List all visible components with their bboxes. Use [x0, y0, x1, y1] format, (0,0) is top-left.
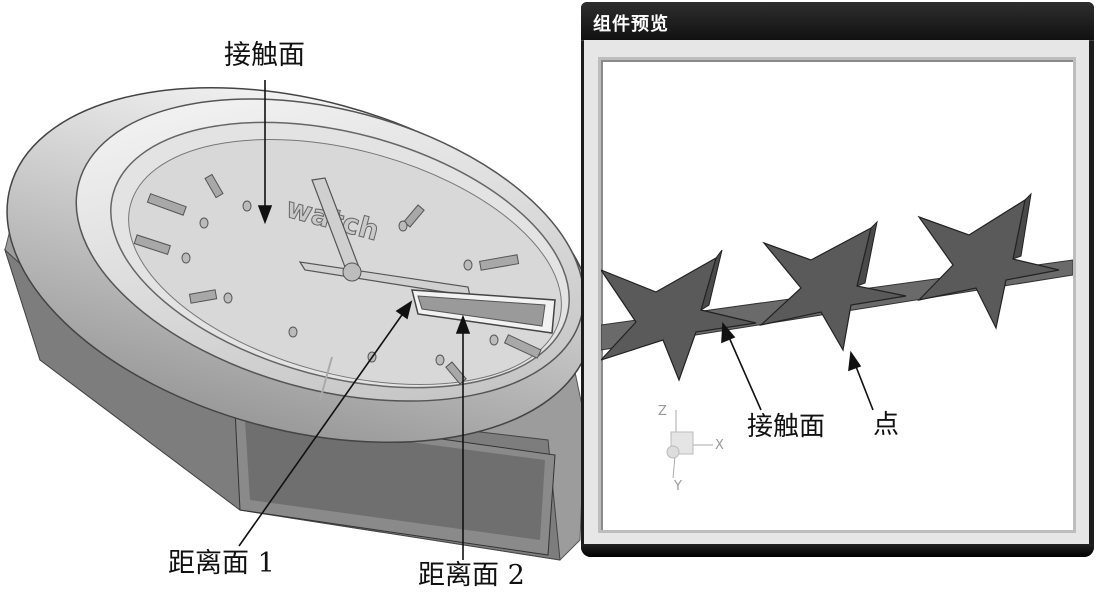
watch-model-drawing: watch	[3, 80, 585, 562]
preview-label-contact-face: 接触面	[747, 412, 826, 442]
triad-x-label: X	[715, 438, 724, 453]
callout-contact-face: 接触面	[224, 40, 305, 72]
watch-model-view: watch 接触面 距离面 1 距离面 2	[3, 40, 585, 592]
preview-titlebar[interactable]: 组件预览	[581, 2, 1094, 41]
watch-hour-markers	[133, 173, 542, 385]
callout-distance-face-2: 距离面 2	[418, 560, 525, 592]
triad-y-label: Y	[673, 479, 682, 494]
preview-callout-arrows	[721, 321, 874, 411]
callout-leaders	[238, 80, 471, 562]
triad-z-label: Z	[658, 404, 667, 419]
preview-title: 组件预览	[593, 14, 669, 35]
preview-model-drawing: Z X Y	[601, 192, 1073, 494]
preview-frame: Z X Y 接触面 点	[584, 40, 1089, 544]
coordinate-triad: Z X Y	[658, 404, 724, 494]
star-1	[601, 256, 757, 382]
component-preview-window: 组件预览	[581, 2, 1094, 557]
star-2	[758, 226, 907, 352]
callout-distance-face-1: 距离面 1	[168, 548, 275, 580]
preview-bottom-bar	[581, 544, 1094, 557]
watch-lug-face	[245, 420, 545, 540]
watch-minute-dots	[181, 200, 499, 366]
watch-hand-hub	[342, 262, 362, 282]
preview-viewport[interactable]: Z X Y 接触面 点	[598, 57, 1076, 533]
preview-label-point: 点	[873, 410, 900, 440]
star-3	[917, 198, 1060, 330]
